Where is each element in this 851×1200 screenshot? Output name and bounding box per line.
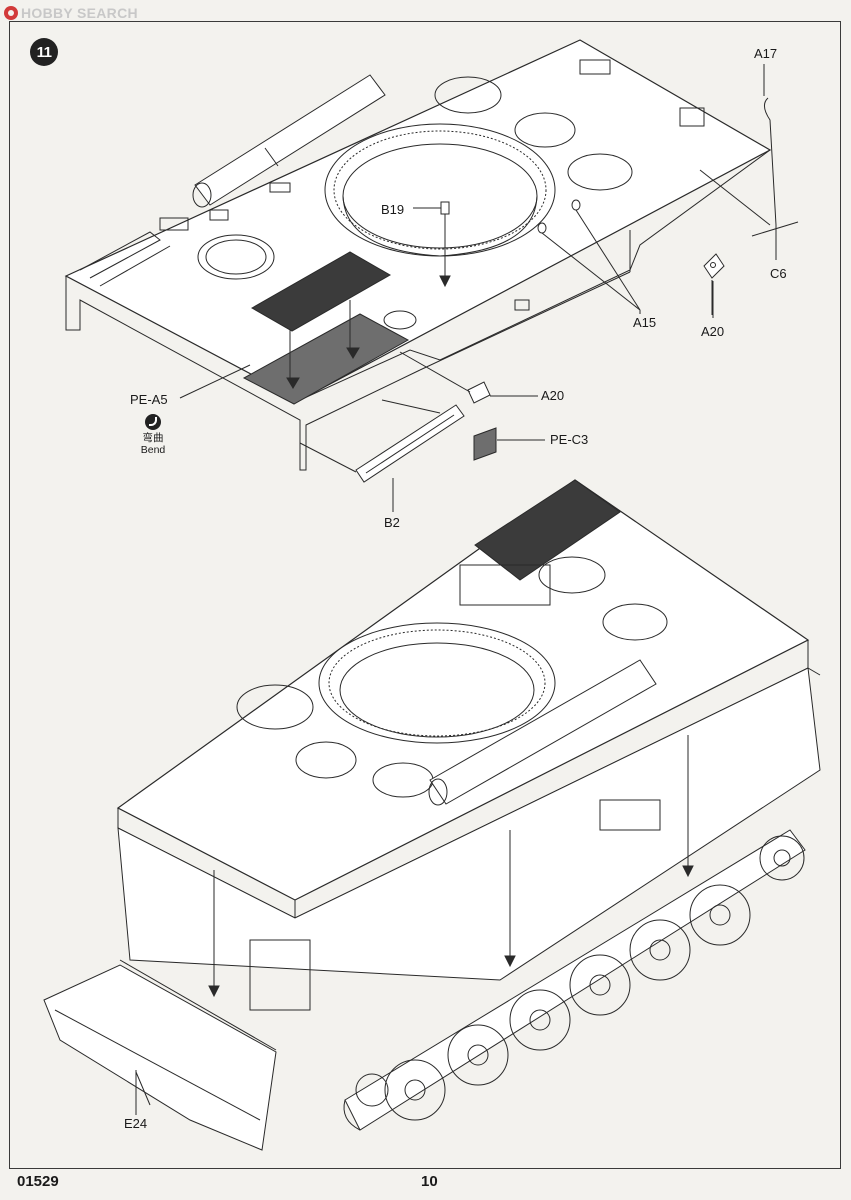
kit-number: 01529 — [17, 1173, 59, 1190]
assembly-guide-arrows — [120, 735, 693, 1050]
bend-icon — [145, 414, 161, 430]
upper-hull-stowage-tube — [193, 75, 385, 207]
callout-a20-upper: A20 — [701, 324, 725, 339]
callout-a20-lower: A20 — [541, 388, 565, 403]
callout-pe-c3: PE-C3 — [550, 432, 589, 447]
watermark-text: HOBBY SEARCH — [21, 5, 138, 21]
part-pe-c3 — [474, 428, 545, 460]
callout-c6: C6 — [770, 266, 787, 281]
engine-deck-grille-pe-a5 — [244, 252, 408, 404]
part-a20-upper — [704, 254, 724, 315]
part-b2-bracket — [300, 400, 464, 510]
callout-e24: E24 — [124, 1116, 148, 1131]
callout-b19: B19 — [381, 202, 405, 217]
front-left-details — [80, 183, 290, 286]
callout-a17: A17 — [754, 46, 778, 61]
upper-hull-hatches — [198, 60, 704, 329]
upper-hull-turret-ring — [325, 124, 555, 256]
callout-leader-lines — [136, 208, 713, 1105]
hobby-search-logo-icon — [4, 6, 18, 20]
bend-instruction: 弯曲 Bend — [133, 414, 173, 456]
bend-label-chinese: 弯曲 — [142, 432, 164, 444]
lower-vehicle-turret-ring — [319, 623, 555, 743]
page-border — [9, 21, 841, 1169]
part-a17-c6 — [700, 64, 798, 260]
callout-pe-a5: PE-A5 — [130, 392, 168, 407]
part-a15 — [538, 200, 640, 314]
lower-vehicle-stowage-tube — [429, 660, 656, 805]
part-e24-side-skirt — [44, 965, 276, 1150]
callout-b2: B2 — [384, 515, 400, 530]
lower-hull-body — [118, 668, 820, 1010]
hobby-search-watermark: HOBBY SEARCH — [4, 4, 138, 22]
callout-a15: A15 — [633, 315, 657, 330]
page-number: 10 — [421, 1173, 438, 1190]
step-number-badge: 11 — [30, 38, 58, 66]
part-a20-lower — [400, 352, 538, 403]
bend-label-english: Bend — [140, 444, 166, 456]
track-and-road-wheels — [344, 830, 805, 1130]
